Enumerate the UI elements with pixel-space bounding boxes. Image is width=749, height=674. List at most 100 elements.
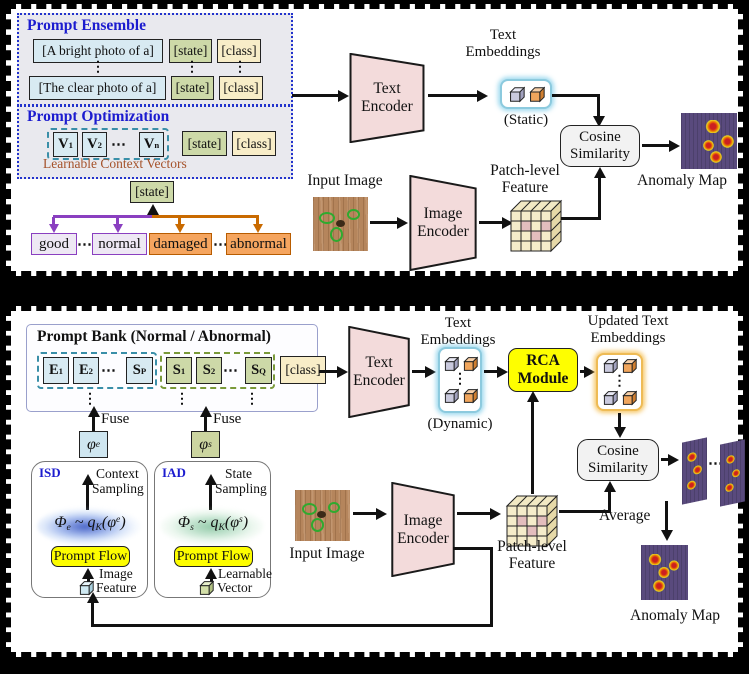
flow-line [597, 94, 600, 117]
prompt-flow-box: Prompt Flow [174, 546, 253, 567]
embedding-cube-icon [508, 86, 525, 103]
state-word-normal: normal [92, 233, 147, 255]
context-sampling-label: Sampling [92, 481, 144, 496]
flow-line [618, 413, 621, 428]
ellipsis-vertical: ⋮ [245, 392, 259, 407]
flow-arrowhead [82, 568, 94, 579]
flow-line [484, 370, 500, 373]
feedback-line [91, 624, 493, 627]
class-token-box: [class] [232, 131, 276, 156]
anomaly-blob [732, 468, 740, 479]
state-token-box: [state] [182, 131, 227, 156]
embedding-cube-icon [462, 388, 478, 404]
anomaly-blob [658, 567, 670, 578]
fuse-line [92, 416, 95, 431]
prompt-flow-box: Prompt Flow [51, 546, 130, 567]
flow-arrowhead [668, 453, 679, 466]
flow-line [457, 512, 493, 515]
ellipsis-horizontal: ⋯ [77, 237, 92, 253]
dynamic-mode-label: (Dynamic) [427, 416, 493, 432]
updated-embeddings: ⋮ [596, 353, 643, 411]
state-word-damaged: damaged [149, 233, 212, 255]
abnormal-branch-line [178, 217, 181, 225]
flow-line [86, 578, 90, 583]
vector-cube-icon [198, 580, 214, 596]
feedback-line [91, 602, 94, 627]
flow-line [559, 510, 611, 513]
average-label: Average [599, 507, 651, 524]
input-image [313, 197, 368, 251]
flow-arrowhead [592, 116, 605, 127]
feedback-line [490, 547, 493, 627]
input-image-label: Input Image [289, 545, 365, 562]
state-token-box: [state] [169, 39, 212, 63]
iad-formula: Φs ~ qK(φs) [177, 514, 249, 533]
static-embeddings [500, 79, 552, 109]
flow-line [412, 370, 428, 373]
anomaly-blob [705, 120, 721, 133]
input-image [295, 490, 350, 541]
flow-line [428, 94, 480, 97]
flow-line [531, 401, 534, 494]
flow-arrowhead [526, 391, 539, 402]
embedding-cube-icon [621, 358, 637, 374]
static-mode-label: (Static) [503, 112, 549, 128]
defect-ring [330, 227, 343, 242]
branch-arrowhead [48, 224, 59, 233]
learnable-context-caption: Learnable Context Vectors [43, 156, 187, 171]
normal-branch-line [116, 217, 119, 225]
flow-arrowhead [490, 507, 501, 520]
state-word-good: good [31, 233, 77, 255]
anomaly-map-label: Anomaly Map [637, 172, 727, 189]
abnormal-branch-line [152, 215, 259, 218]
defect-spot [336, 220, 345, 227]
flow-arrowhead [613, 427, 626, 438]
embedding-cube-icon [528, 86, 545, 103]
isd-module: ISD Context Sampling Φe ~ qK(φe) Prompt … [31, 461, 148, 598]
prompt-text-box: [The clear photo of a] [29, 76, 166, 100]
state-word-abnormal: abnormal [226, 233, 291, 255]
image-feature-label: Feature [96, 580, 137, 595]
ellipsis-horizontal: ⋯ [101, 363, 116, 379]
flow-line [642, 144, 672, 147]
context-sampling-label: Context [96, 466, 139, 481]
flow-arrowhead [603, 481, 616, 492]
fuse-arrowhead [87, 406, 100, 417]
anomaly-blob [648, 554, 662, 565]
flow-arrowhead [660, 530, 673, 541]
prompt-ensemble-box: Prompt Ensemble [A bright photo of a] [s… [17, 13, 293, 106]
learnable-vector-label: Vector [217, 580, 253, 595]
class-token-box: [class] [219, 76, 263, 100]
state-sampling-label: Sampling [215, 481, 267, 496]
flow-arrowhead [425, 365, 436, 378]
flow-line [292, 94, 341, 97]
defect-ring [328, 502, 340, 513]
panel-a-baseline: Prompt Ensemble [A bright photo of a] [s… [6, 4, 743, 276]
flow-arrowhead [205, 568, 217, 579]
ellipsis-horizontal: ⋯ [223, 363, 238, 379]
anomaly-blob [703, 140, 714, 151]
input-image-label: Input Image [307, 172, 383, 189]
flow-line [209, 578, 213, 583]
feedback-line [453, 547, 493, 550]
learnable-vector-label: Learnable [218, 566, 272, 581]
flow-arrowhead [502, 216, 513, 229]
embedding-cube-icon [443, 356, 459, 372]
defect-ring [302, 503, 317, 515]
